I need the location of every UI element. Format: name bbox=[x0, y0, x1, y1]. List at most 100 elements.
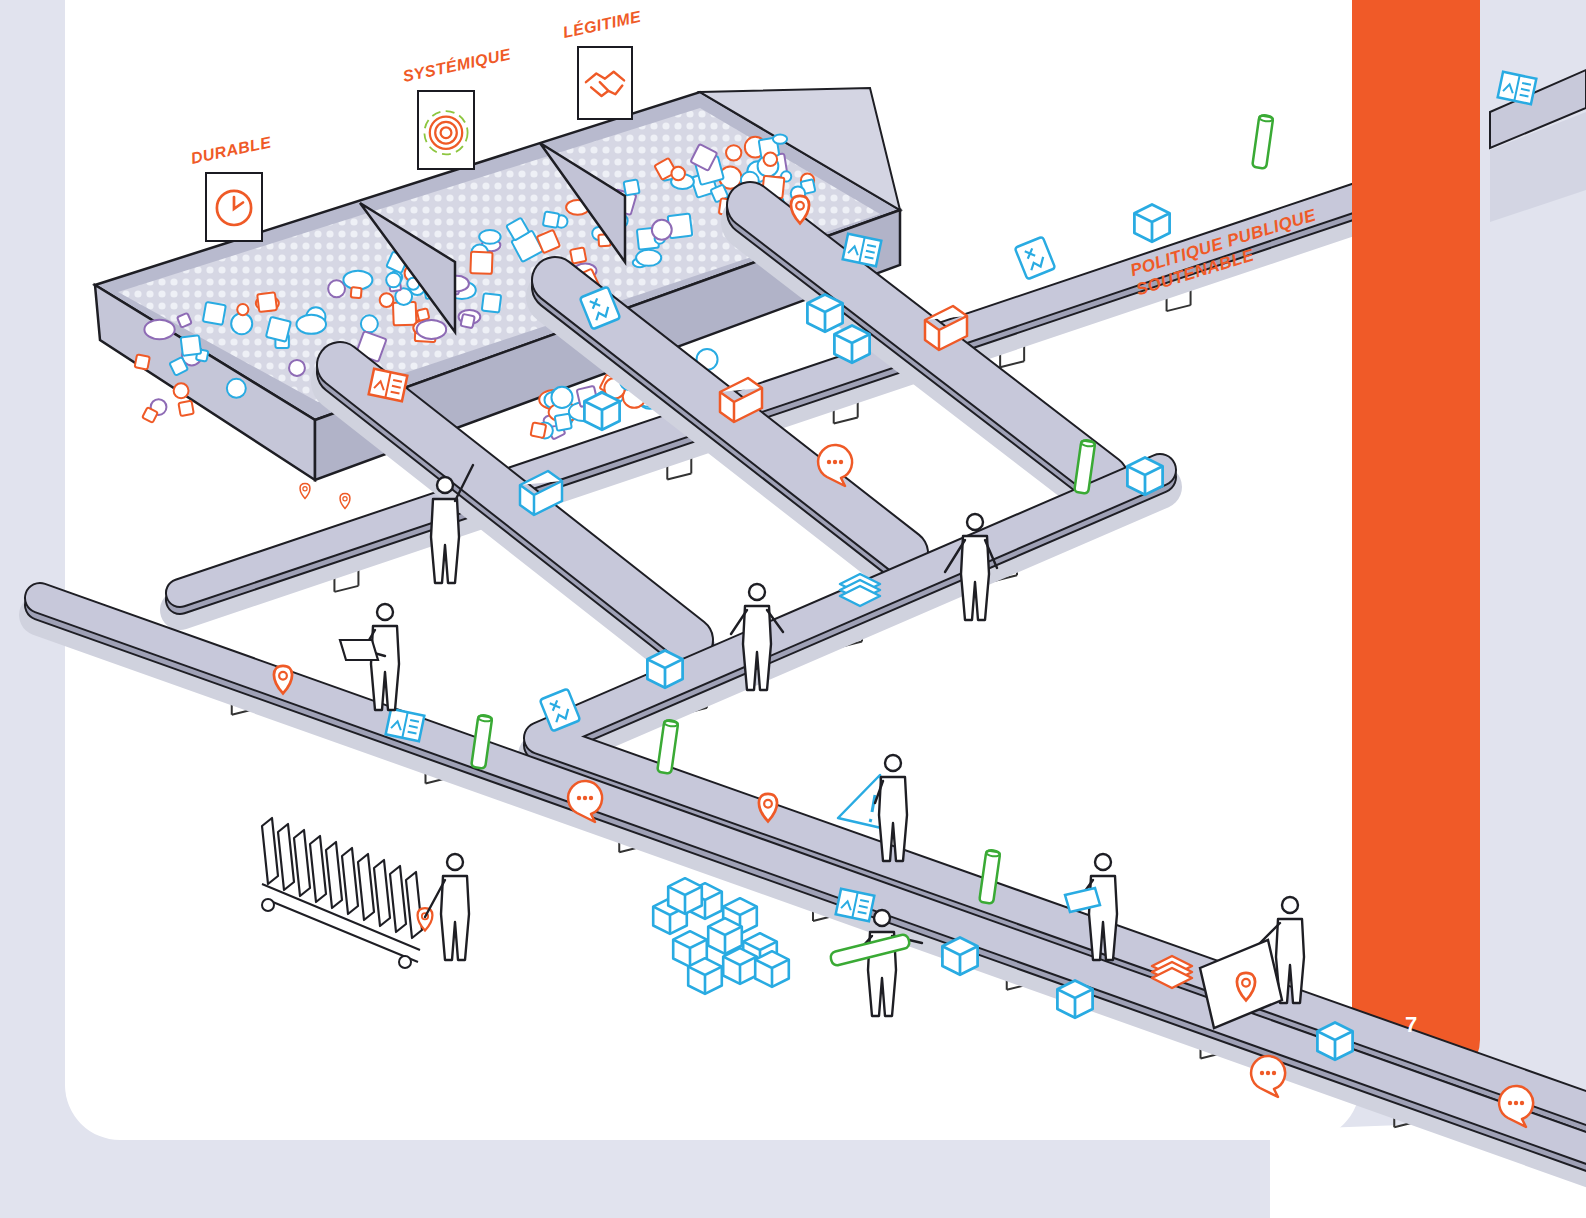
cube-shape bbox=[1057, 980, 1092, 1017]
pin-icon bbox=[340, 493, 350, 508]
criterion-sign: DURABLE bbox=[205, 172, 263, 242]
tray-item bbox=[671, 167, 685, 181]
tray-item bbox=[479, 230, 500, 244]
bubble-dot bbox=[1508, 1101, 1512, 1105]
bubble-dot bbox=[833, 460, 837, 464]
worker-arm bbox=[455, 465, 473, 501]
cylinder-icon bbox=[979, 849, 1000, 903]
target-ring bbox=[441, 127, 452, 138]
cube-shape bbox=[647, 650, 682, 687]
page-number: 7 bbox=[1405, 1012, 1435, 1037]
worker-arm bbox=[875, 781, 883, 803]
pin-dot bbox=[796, 202, 804, 210]
cube-edge bbox=[834, 334, 869, 363]
cube-shape bbox=[1317, 1022, 1352, 1059]
bubble-icon bbox=[1499, 1086, 1533, 1127]
pin-dot bbox=[279, 672, 287, 680]
rack-wheel bbox=[262, 899, 274, 911]
cylinder-body bbox=[1074, 440, 1095, 493]
bubble-shape bbox=[1499, 1086, 1533, 1127]
tray-back-wall bbox=[700, 88, 900, 210]
pin-icon bbox=[1237, 973, 1255, 1001]
tray-left-face bbox=[95, 285, 315, 480]
belt-outline bbox=[540, 470, 1586, 1120]
cylinder-body bbox=[1252, 115, 1273, 168]
cube-icon bbox=[1317, 1022, 1352, 1059]
tray-item bbox=[177, 313, 192, 328]
tray-item bbox=[506, 218, 529, 241]
book-icon bbox=[369, 369, 408, 402]
pin-dot bbox=[303, 487, 307, 491]
worker-body bbox=[879, 777, 907, 861]
cube-shape bbox=[1127, 457, 1162, 494]
target-orbit bbox=[424, 111, 467, 154]
pin-icon bbox=[274, 666, 292, 694]
folder-panel bbox=[278, 824, 294, 890]
cylinder-top bbox=[1081, 439, 1096, 447]
tray-item bbox=[343, 271, 372, 290]
tray-item bbox=[470, 252, 492, 274]
bubble-dot bbox=[1260, 1071, 1264, 1075]
worker-arm bbox=[945, 540, 997, 572]
tray-item bbox=[570, 247, 586, 263]
cube-icon bbox=[647, 650, 682, 687]
worker-arm bbox=[1260, 923, 1280, 943]
worker-head bbox=[749, 584, 765, 600]
pin-shape bbox=[340, 493, 350, 508]
worker-head bbox=[1095, 854, 1111, 870]
rack-wheel bbox=[399, 956, 411, 968]
worker-figure bbox=[431, 465, 473, 583]
worker-body bbox=[371, 626, 399, 710]
pin-icon bbox=[418, 908, 433, 931]
tray-item bbox=[174, 383, 189, 398]
cube-edge bbox=[1057, 989, 1092, 1018]
bubble-dot bbox=[1520, 1101, 1524, 1105]
tray-item bbox=[181, 335, 202, 356]
orange-band bbox=[1352, 0, 1480, 1080]
cube-edge bbox=[723, 957, 757, 984]
cylinder-top bbox=[478, 714, 493, 722]
cube-shape bbox=[834, 325, 869, 362]
tablet bbox=[1065, 888, 1100, 912]
rack-frame bbox=[262, 884, 420, 962]
map-board bbox=[1200, 940, 1282, 1028]
handshake bbox=[586, 72, 624, 96]
worker-head bbox=[447, 854, 463, 870]
tray-item bbox=[461, 314, 475, 328]
cube-edge bbox=[688, 967, 722, 994]
belt-outline bbox=[40, 598, 1586, 1160]
workers bbox=[340, 465, 1304, 1028]
folder-panel bbox=[294, 830, 310, 896]
tray-item bbox=[227, 379, 246, 398]
target-ring bbox=[430, 117, 462, 149]
pin-shape bbox=[418, 908, 433, 931]
cube-edge bbox=[647, 659, 682, 688]
belt-outline bbox=[750, 205, 1105, 478]
box-icon bbox=[520, 471, 562, 515]
worker-figure bbox=[945, 514, 997, 620]
pin-icon bbox=[759, 794, 777, 822]
folder-panel bbox=[374, 860, 390, 926]
cube-icon bbox=[668, 878, 702, 914]
tray-item bbox=[417, 308, 429, 320]
sign-heading: DURABLE bbox=[189, 133, 273, 168]
pin-icon bbox=[300, 483, 310, 498]
book-lines bbox=[390, 710, 421, 741]
pin-shape bbox=[274, 666, 292, 694]
cube-edge bbox=[584, 401, 619, 430]
cube-shape bbox=[942, 937, 977, 974]
bubble-icon bbox=[1251, 1056, 1285, 1097]
cylinder-top bbox=[664, 719, 679, 727]
cylinder-body bbox=[471, 715, 492, 768]
bubble-dot bbox=[1514, 1101, 1518, 1105]
cube-edge bbox=[1317, 1031, 1352, 1060]
clock-face bbox=[217, 191, 251, 225]
tray-item bbox=[726, 145, 741, 160]
cube-icon bbox=[942, 937, 977, 974]
tray-item bbox=[169, 357, 188, 376]
tray-item bbox=[417, 320, 446, 339]
tray-item bbox=[266, 317, 291, 342]
tray-item bbox=[289, 360, 305, 376]
bubble-dot bbox=[583, 796, 587, 800]
